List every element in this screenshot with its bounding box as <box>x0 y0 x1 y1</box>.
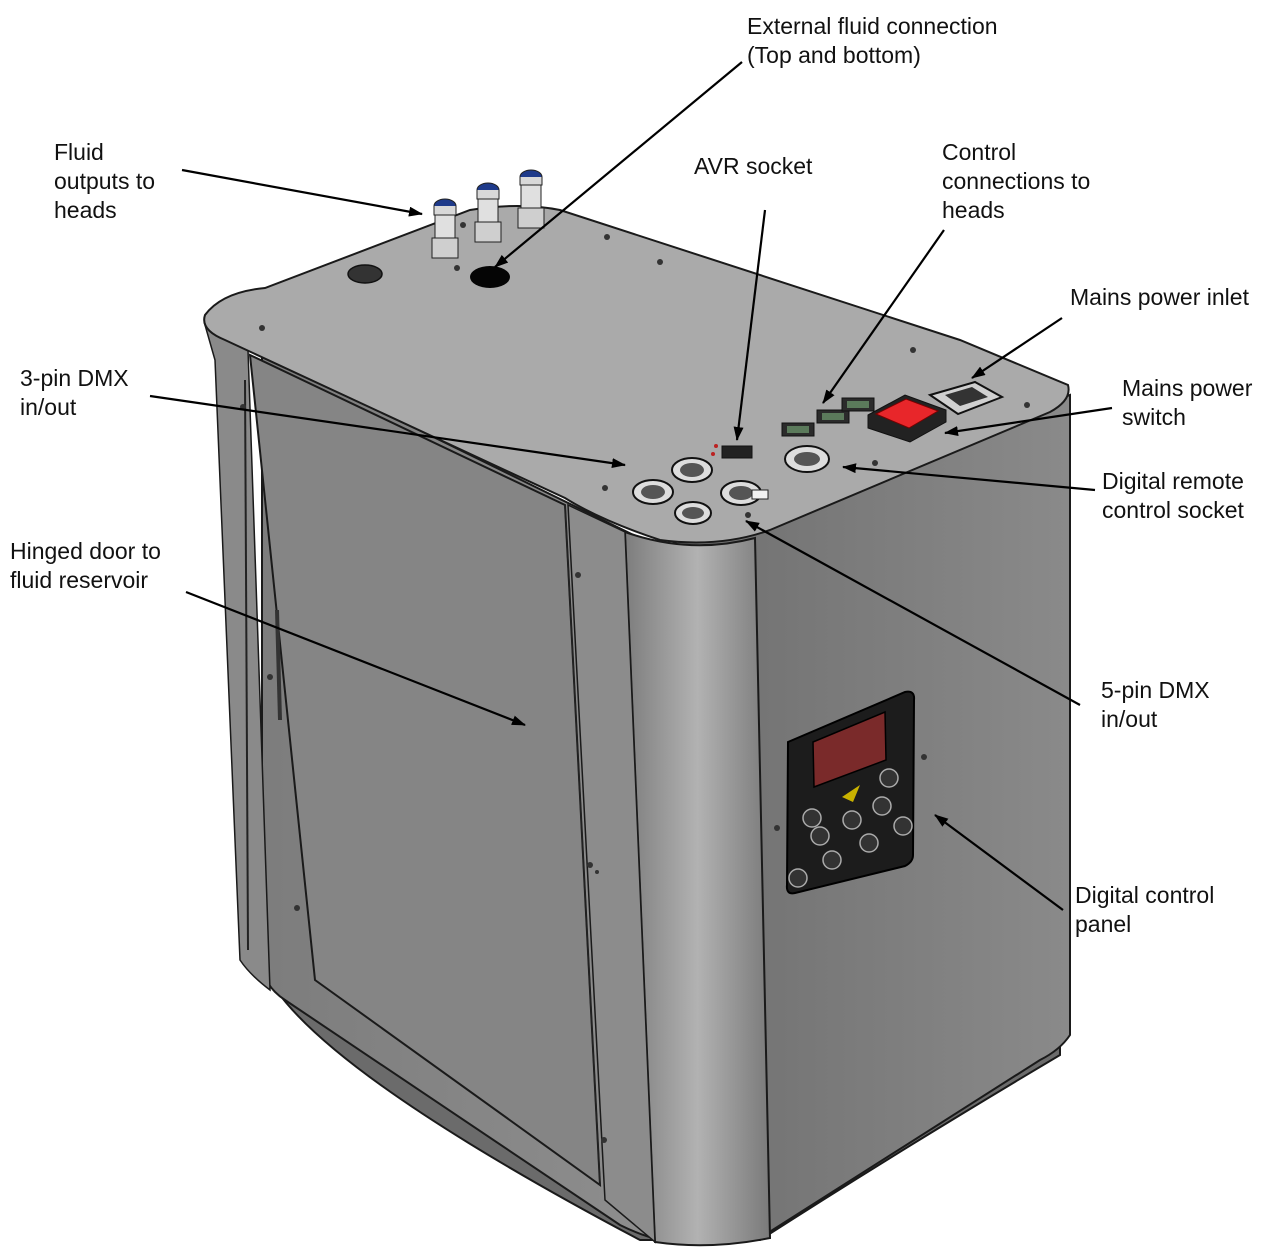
label-dmx3: 3-pin DMX in/out <box>20 364 129 422</box>
label-line: fluid reservoir <box>10 567 149 593</box>
top-cap <box>347 264 383 284</box>
label-mains-inlet: Mains power inlet <box>1070 283 1249 312</box>
control-connector-icon <box>841 397 875 412</box>
keypad-button-icon <box>879 768 899 788</box>
arrow-control-connections <box>822 229 945 404</box>
keypad-button-icon <box>788 868 808 888</box>
label-mains-switch: Mains power switch <box>1122 374 1252 432</box>
arrow-hinged-door <box>185 590 526 727</box>
label-line: AVR socket <box>694 153 813 179</box>
xlr-socket-icon <box>784 445 830 473</box>
label-hinged-door: Hinged door to fluid reservoir <box>10 537 161 595</box>
label-line: External fluid connection <box>747 13 998 39</box>
display-window <box>812 710 887 789</box>
keypad-button-icon <box>802 808 822 828</box>
arrow-external-fluid <box>494 61 743 268</box>
power-inlet-icon <box>927 380 1005 416</box>
label-fluid-outputs: Fluid outputs to heads <box>54 138 155 225</box>
xlr-socket-icon <box>674 501 712 525</box>
avr-socket <box>721 445 753 459</box>
left-edge-strip <box>203 323 271 992</box>
label-line: 3-pin DMX <box>20 365 129 391</box>
label-external-fluid: External fluid connection (Top and botto… <box>747 12 998 70</box>
label-line: control socket <box>1102 497 1244 523</box>
label-digital-panel: Digital control panel <box>1075 881 1214 939</box>
control-connector-icon <box>781 422 815 437</box>
keypad-button-icon <box>810 826 830 846</box>
xlr-socket-icon <box>671 457 713 483</box>
label-line: Hinged door to <box>10 538 161 564</box>
label-line: 5-pin DMX <box>1101 677 1210 703</box>
fluid-output-fitting-icon <box>517 169 545 229</box>
control-connector-icon <box>816 409 850 424</box>
top-face <box>203 205 1070 544</box>
label-line: heads <box>942 197 1005 223</box>
label-line: Digital remote <box>1102 468 1244 494</box>
arrow-avr-socket <box>733 209 767 441</box>
keypad-button-icon <box>893 816 913 836</box>
arrow-digital-panel <box>934 814 1064 911</box>
keypad-button-icon <box>859 833 879 853</box>
label-line: in/out <box>20 394 77 420</box>
digital-control-panel <box>785 690 916 895</box>
label-line: in/out <box>1101 706 1158 732</box>
power-switch-icon <box>867 394 947 443</box>
label-avr-socket: AVR socket <box>694 152 812 181</box>
label-line: switch <box>1122 404 1186 430</box>
arrow-fluid-outputs <box>181 168 423 217</box>
arrow-mains-inlet <box>971 317 1063 379</box>
label-line: Fluid <box>54 139 104 165</box>
xlr-socket-icon <box>632 479 674 505</box>
label-line: (Top and bottom) <box>747 42 921 68</box>
xlr-socket-icon <box>720 480 762 506</box>
label-digital-remote: Digital remote control socket <box>1102 467 1244 525</box>
label-line: heads <box>54 197 117 223</box>
fluid-output-fitting-icon <box>431 198 459 259</box>
arrow-digital-remote <box>842 463 1096 492</box>
label-line: panel <box>1075 911 1132 937</box>
label-line: connections to <box>942 168 1091 194</box>
arrow-mains-switch <box>944 406 1113 437</box>
label-line: Mains power <box>1122 375 1253 401</box>
label-line: outputs to <box>54 168 156 194</box>
keypad-button-icon <box>822 850 842 870</box>
label-line: Mains power inlet <box>1070 284 1249 310</box>
external-fluid-port <box>470 266 510 288</box>
arrow-dmx3 <box>149 394 626 469</box>
label-dmx5: 5-pin DMX in/out <box>1101 676 1210 734</box>
arrow-dmx5 <box>745 520 1081 706</box>
corner-column <box>623 530 772 1247</box>
label-control-connections: Control connections to heads <box>942 138 1090 225</box>
keypad-button-icon <box>872 796 892 816</box>
fluid-output-fitting-icon <box>474 182 502 243</box>
label-line: Digital control <box>1075 882 1215 908</box>
fluid-output-fittings <box>431 169 545 259</box>
keypad-button-icon <box>842 810 862 830</box>
label-line: Control <box>942 139 1017 165</box>
